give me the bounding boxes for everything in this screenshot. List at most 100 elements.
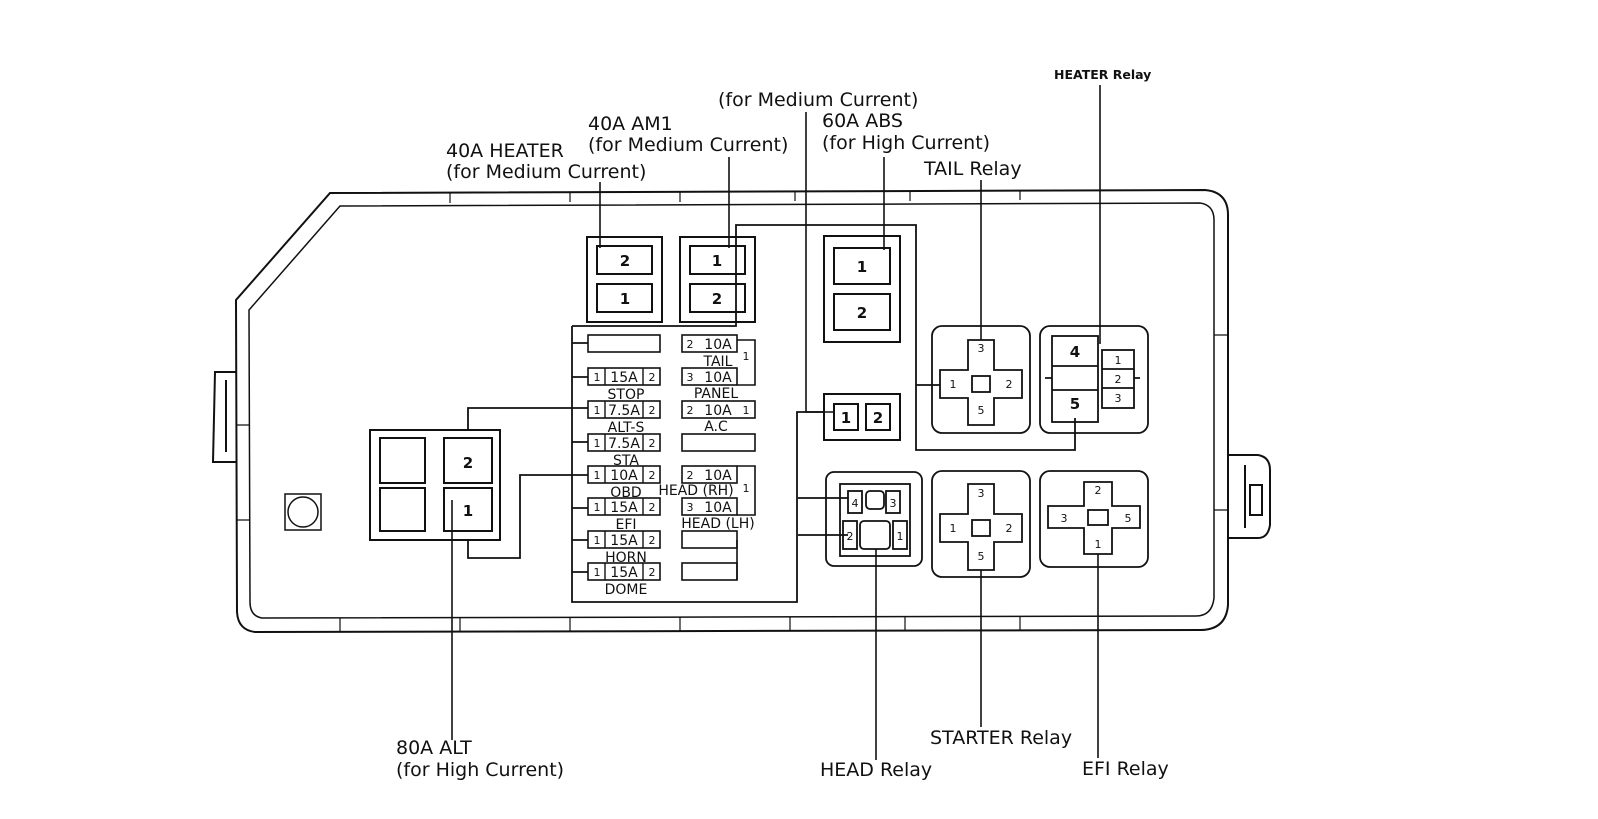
fuse-alt-s-body: [587, 400, 661, 419]
callout-tail-relay: TAIL Relay: [923, 158, 1022, 180]
fuse-spare-2-body: [681, 530, 738, 549]
fuse-alt-s-amp: 7.5A: [608, 403, 640, 419]
fuse-alt-s-dividers: [604, 401, 644, 418]
mount-boss: [284, 493, 322, 531]
fuse-obd-amp: 10A: [610, 468, 638, 484]
abs-fuse-pin-bottom: 2: [857, 304, 867, 322]
wire-alt-to-fuses: [467, 407, 588, 559]
heater-relay-contact-dividers: [1102, 368, 1140, 389]
tail-relay-pin-left: 1: [950, 378, 957, 391]
fuse-80a-alt-block: [369, 429, 501, 541]
efi-relay-pin-left: 3: [1061, 512, 1068, 525]
heater-relay-pin-5: 5: [1070, 395, 1080, 413]
fuse-dome-pin-r: 2: [649, 566, 656, 579]
fuse-40a-am1-block: [679, 236, 756, 323]
fuse-stop-pin-r: 2: [649, 371, 656, 384]
fuse-alt-s-pin-l: 1: [594, 404, 601, 417]
fuse-efi-dividers: [604, 498, 644, 515]
fuse-horn-body: [587, 530, 661, 549]
fuse-horn-amp: 15A: [610, 533, 638, 549]
starter-relay-center: [971, 519, 991, 537]
fuse-head-lh-body: [681, 497, 738, 516]
medium-small-pin-1: 1: [841, 409, 851, 427]
callout-abs-60a-line1: 60A ABS: [822, 110, 903, 132]
medium-small-pin-2: 2: [873, 409, 883, 427]
head-relay-pin1: [892, 520, 908, 550]
fuse-stop-body: [587, 367, 661, 386]
fuse-efi-label: EFI: [615, 517, 636, 533]
tail-amp: 10A: [704, 337, 732, 353]
head-relay-label-3: 3: [890, 497, 897, 510]
efi-relay-cross: [1047, 481, 1141, 555]
fuse-stop-amp: 15A: [610, 370, 638, 386]
fuse-horn-dividers: [604, 531, 644, 548]
head-relay-pin3: [885, 490, 901, 514]
fuse-stop-dividers: [604, 368, 644, 385]
am1-fuse-pin-top: 1: [712, 252, 722, 270]
callout-alt-80a-line2: (for High Current): [396, 759, 564, 781]
head-relay-label-1: 1: [897, 530, 904, 543]
fuse-obd-body: [587, 465, 661, 484]
fuse-horn-label: HORN: [605, 550, 647, 566]
starter-relay-pin-right: 2: [1006, 522, 1013, 535]
heater-relay-body: [1039, 325, 1149, 434]
fuse-head-rh-body: [681, 465, 738, 484]
ac-pin-r: 1: [743, 404, 750, 417]
leader-medium-current: [805, 112, 834, 413]
fuse-alt-s-label: ALT-S: [608, 420, 645, 436]
fuse-efi-amp: 15A: [610, 500, 638, 516]
tail-relay-pin-bottom: 5: [978, 404, 985, 417]
fuse-medium-small-block: [823, 393, 901, 441]
panel-amp: 10A: [704, 370, 732, 386]
housing-inner-outline: [248, 202, 1215, 619]
panel-label: PANEL: [694, 386, 738, 402]
head-lh-pin-l: 3: [687, 501, 694, 514]
tail-relay-cross: [939, 339, 1023, 426]
fuse-alt-s-pin-r: 2: [649, 404, 656, 417]
fuse-efi-pin-l: 1: [594, 501, 601, 514]
head-rh-pin-l: 2: [687, 469, 694, 482]
fuse-sta-body: [587, 433, 661, 452]
fuse-sta-amp: 7.5A: [608, 436, 640, 452]
fuse-sta-pin-l: 1: [594, 437, 601, 450]
ac-label: A.C: [704, 419, 728, 435]
tail-relay-pin-right: 2: [1006, 378, 1013, 391]
head-relay-bottom-hole: [859, 520, 891, 550]
callout-head-relay: HEAD Relay: [820, 759, 932, 781]
efi-relay-pin-right: 5: [1125, 512, 1132, 525]
head-relay-label-2: 2: [847, 530, 854, 543]
starter-relay-cross: [939, 483, 1023, 571]
fuse-dome-body: [587, 562, 661, 581]
callout-heater-40a-line2: (for Medium Current): [446, 161, 646, 183]
fuse-dome-pin-l: 1: [594, 566, 601, 579]
heater-relay-pin-2: 2: [1115, 373, 1122, 386]
head-rh-label: HEAD (RH): [658, 483, 733, 499]
efi-relay-pin-top: 2: [1095, 484, 1102, 497]
fuse-40a-heater-block: [586, 236, 663, 323]
ac-pin-l: 2: [687, 404, 694, 417]
head-relay-pin4: [847, 490, 863, 514]
fuse-60a-abs-block: [823, 235, 901, 343]
fuse-sta-dividers: [604, 434, 644, 451]
ac-amp: 10A: [704, 403, 732, 419]
fuse-horn-pin-l: 1: [594, 534, 601, 547]
fuse-panel-body: [681, 367, 738, 386]
wire-bus-lines: [572, 342, 588, 573]
tail-relay-pin-top: 3: [978, 342, 985, 355]
panel-pin-l: 3: [687, 371, 694, 384]
tail-pin-r: 1: [743, 350, 750, 363]
starter-relay-pin-top: 3: [978, 487, 985, 500]
fuse-stop-pin-l: 1: [594, 371, 601, 384]
head-relay-label-4: 4: [852, 497, 859, 510]
fuse-efi-body: [587, 497, 661, 516]
head-relay-top-hole: [865, 490, 885, 510]
callout-starter-relay: STARTER Relay: [930, 727, 1072, 749]
starter-relay-pin-left: 1: [950, 522, 957, 535]
fuse-efi-pin-r: 2: [649, 501, 656, 514]
heater-relay-coil-dividers: [1045, 365, 1098, 391]
fuse-obd-pin-l: 1: [594, 469, 601, 482]
callout-am1-40a-line1: 40A AM1: [588, 113, 673, 135]
tail-relay-center: [971, 375, 991, 393]
heater-fuse-pin-top: 2: [620, 252, 630, 270]
